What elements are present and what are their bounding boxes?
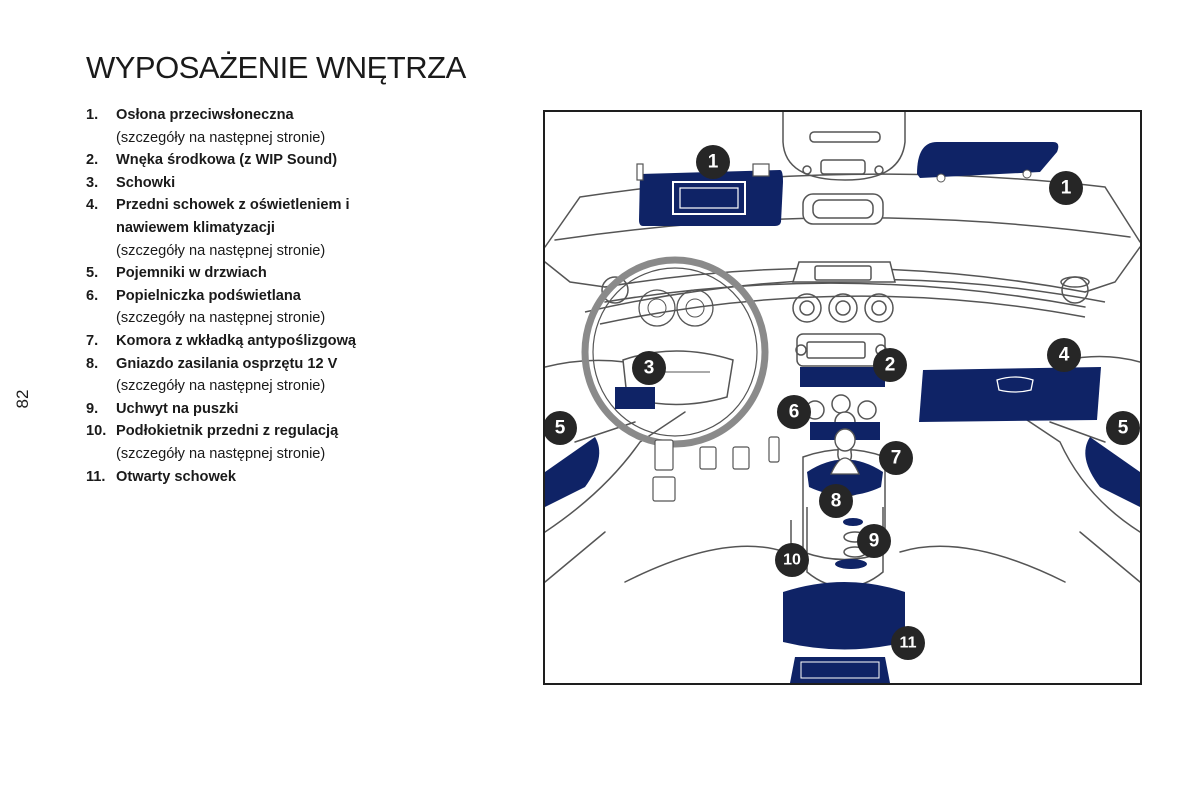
sun-visor-right [917, 142, 1059, 183]
list-item: 5. Pojemniki w drzwiach [86, 262, 406, 285]
callout-label: 1 [1061, 178, 1072, 199]
power-socket-8 [843, 518, 863, 526]
callout-badge: 9 [857, 524, 891, 558]
item-number: 7. [86, 332, 99, 349]
sun-visor-left [636, 163, 783, 226]
item-label: Gniazdo zasilania osprzętu 12 V [116, 355, 338, 372]
item-label: Uchwyt na puszki [116, 400, 239, 417]
callout-label: 11 [900, 635, 917, 652]
item-label: Osłona przeciwsłoneczna [116, 107, 294, 123]
equipment-list: 1. Osłona przeciwsłoneczna (szczegóły na… [86, 104, 406, 488]
callout-label: 1 [708, 152, 719, 173]
item-number: 4. [86, 197, 99, 214]
door-pocket-left-5 [545, 437, 600, 507]
callout-label: 7 [891, 448, 902, 469]
item-note: (szczegóły na następnej stronie) [116, 445, 326, 462]
interior-diagram: 1 1 2 3 4 5 5 [543, 110, 1142, 685]
item-number: 6. [86, 287, 99, 304]
item-number: 9. [86, 400, 99, 417]
callout-badge: 4 [1047, 338, 1081, 372]
callout-badge: 1 [1049, 171, 1083, 205]
rearview-mirror [782, 112, 906, 225]
callout-badge: 6 [777, 395, 811, 429]
door-pocket-right-5 [1085, 437, 1140, 507]
storage-compartment-3 [615, 387, 655, 409]
item-label: Pojemniki w drzwiach [116, 265, 267, 282]
callout-label: 8 [831, 491, 842, 512]
item-number: 5. [86, 265, 99, 282]
list-item: 8. Gniazdo zasilania osprzętu 12 V (szcz… [86, 353, 406, 398]
item-number: 2. [86, 152, 99, 169]
list-item: 9. Uchwyt na puszki [86, 398, 406, 421]
interior-illustration: 1 1 2 3 4 5 5 [545, 112, 1140, 683]
list-item: 11. Otwarty schowek [86, 466, 406, 489]
armrest-10 [783, 582, 905, 650]
callout-badge: 1 [696, 145, 730, 179]
item-label: Komora z wkładką antypoślizgową [116, 332, 357, 349]
callout-badge: 7 [879, 441, 913, 475]
item-number: 1. [86, 107, 99, 123]
callout-label: 3 [644, 358, 655, 379]
callout-badge: 11 [891, 626, 925, 660]
page-number: 82 [13, 389, 32, 409]
list-item: 2. Wnęka środkowa (z WIP Sound) [86, 149, 406, 172]
callout-badge: 5 [1106, 411, 1140, 445]
callout-label: 4 [1059, 345, 1070, 366]
callout-badge: 3 [632, 351, 666, 385]
callout-badge: 2 [873, 348, 907, 382]
item-number: 11. [86, 468, 106, 485]
callout-label: 9 [869, 531, 880, 552]
list-item: 4. Przedni schowek z oświetleniem i nawi… [86, 194, 406, 262]
callout-badge: 8 [819, 484, 853, 518]
item-label: Wnęka środkowa (z WIP Sound) [116, 152, 338, 169]
item-label: Otwarty schowek [116, 468, 237, 485]
item-note: (szczegóły na następnej stronie) [116, 378, 326, 395]
page-title: WYPOSAŻENIE WNĘTRZA [86, 50, 466, 85]
callout-badge: 10 [775, 543, 809, 577]
gear-lever [830, 428, 860, 475]
item-label: Schowki [116, 174, 176, 191]
dashboard [584, 261, 1106, 325]
callout-badge: 5 [545, 411, 577, 445]
callout-label: 5 [555, 418, 566, 439]
list-item: 1. Osłona przeciwsłoneczna (szczegóły na… [86, 104, 406, 149]
callout-label: 10 [783, 552, 801, 569]
list-item: 3. Schowki [86, 172, 406, 195]
open-storage-11 [790, 657, 890, 683]
item-number: 10. [86, 423, 107, 440]
callout-label: 6 [789, 402, 800, 423]
steering-wheel [581, 256, 769, 448]
glovebox-4 [919, 367, 1101, 422]
item-note: (szczegóły na następnej stronie) [116, 242, 326, 259]
item-label: Przedni schowek z oświetleniem i nawiewe… [116, 197, 350, 236]
callout-label: 2 [885, 355, 896, 376]
item-label: Podłokietnik przedni z regulacją [116, 423, 339, 440]
center-recess-2 [800, 367, 885, 387]
pedals [652, 436, 780, 502]
callout-label: 5 [1118, 418, 1129, 439]
item-note: (szczegóły na następnej stronie) [116, 129, 326, 146]
list-item: 7. Komora z wkładką antypoślizgową [86, 330, 406, 353]
item-number: 8. [86, 355, 99, 372]
item-note: (szczegóły na następnej stronie) [116, 310, 326, 327]
item-label: Popielniczka podświetlana [116, 287, 301, 304]
callouts: 1 1 2 3 4 5 5 [545, 145, 1140, 660]
list-item: 10. Podłokietnik przedni z regulacją (sz… [86, 420, 406, 465]
item-number: 3. [86, 174, 99, 191]
list-item: 6. Popielniczka podświetlana (szczegóły … [86, 285, 406, 330]
cup-holder-9 [835, 559, 867, 569]
nonslip-tray-7 [807, 459, 883, 496]
